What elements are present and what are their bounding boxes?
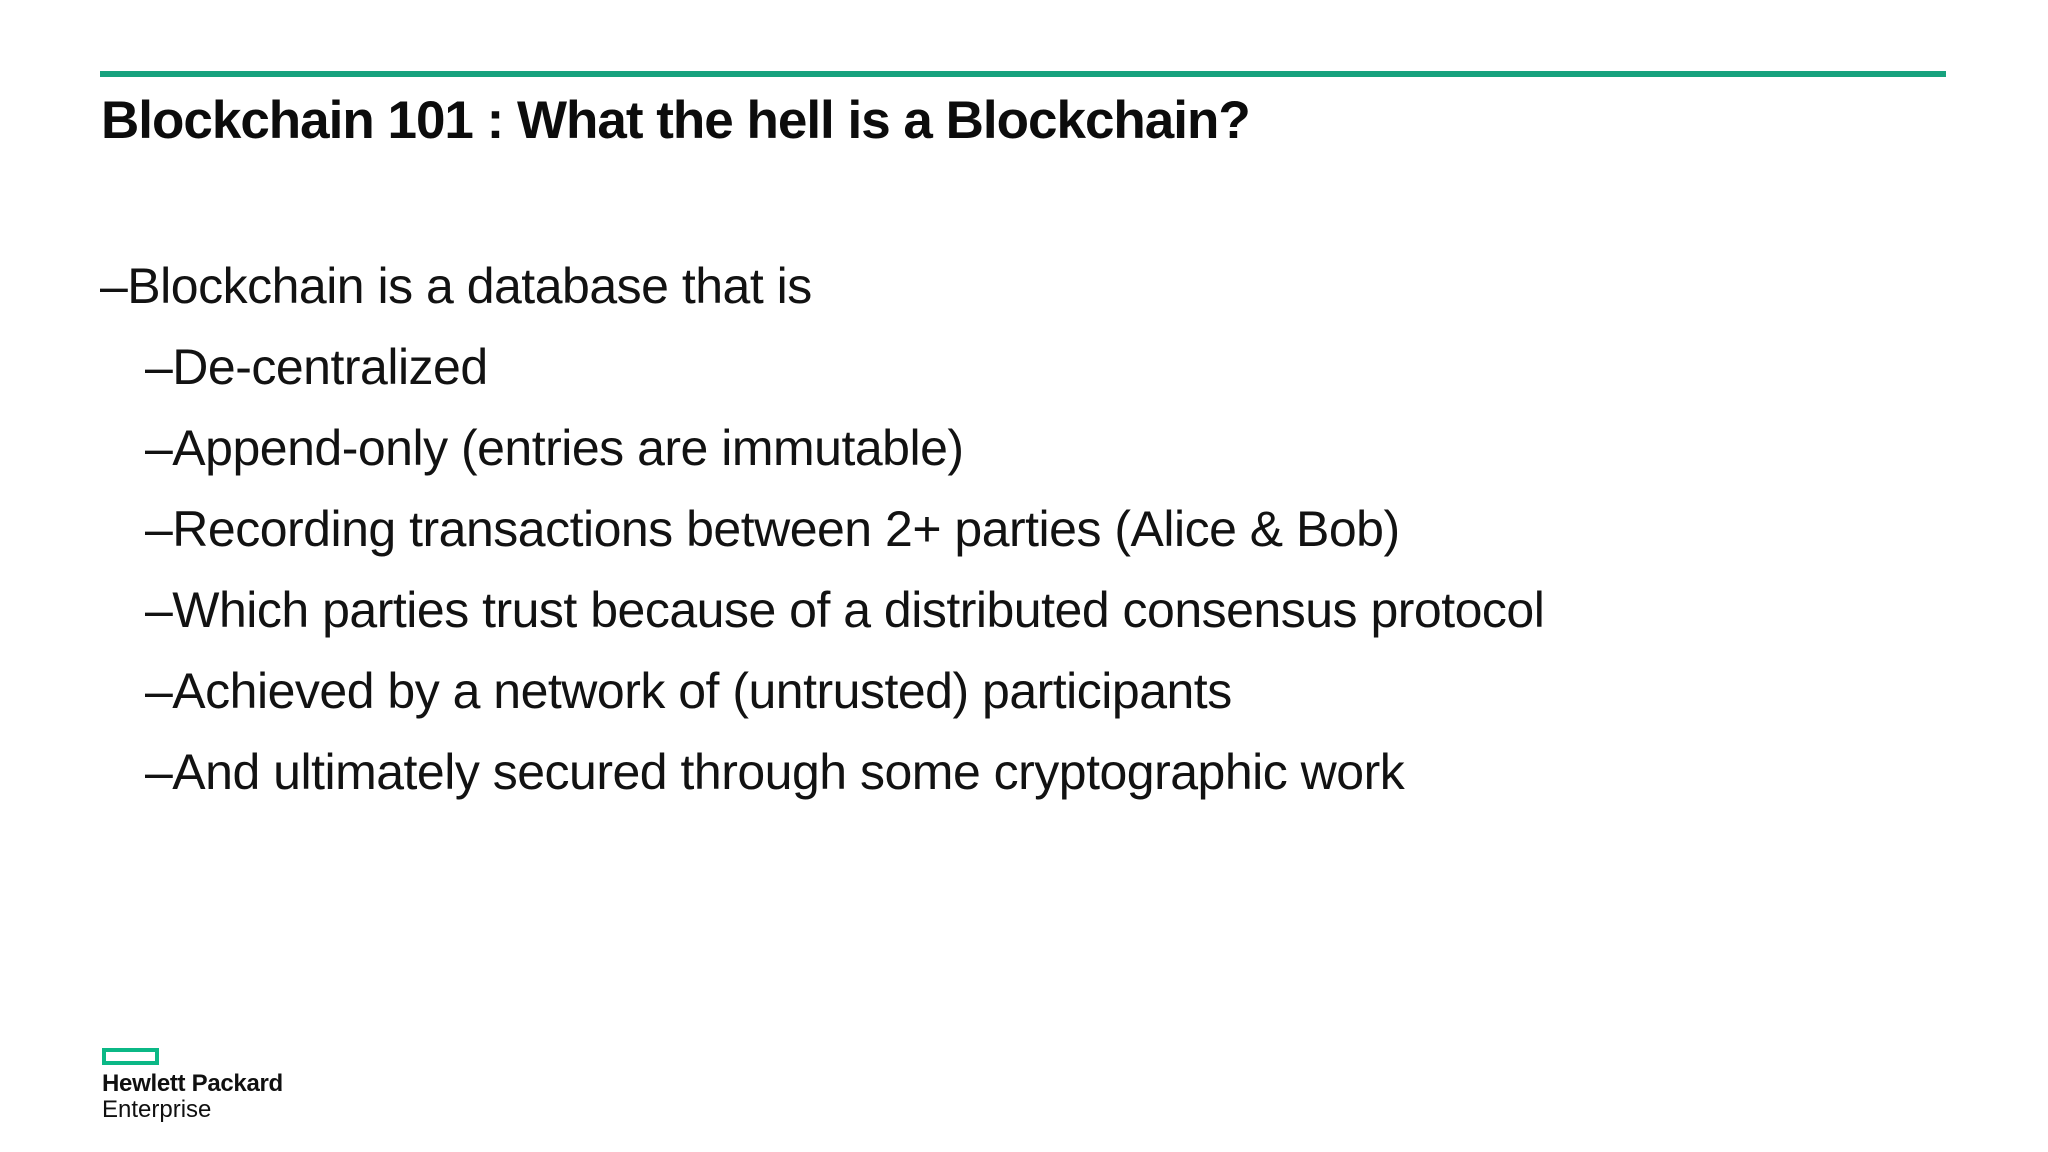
bullet-item: –Which parties trust because of a distri… bbox=[145, 582, 1545, 638]
hpe-logo: Hewlett Packard Enterprise bbox=[102, 1048, 283, 1123]
bullet-item: –And ultimately secured through some cry… bbox=[145, 744, 1405, 800]
hpe-logo-rect-icon bbox=[102, 1048, 159, 1065]
bullet-item: –Blockchain is a database that is bbox=[100, 258, 812, 314]
bullet-list: –Blockchain is a database that is –De-cen… bbox=[100, 246, 1545, 813]
bullet-item: –Append-only (entries are immutable) bbox=[145, 420, 964, 476]
accent-rule bbox=[100, 71, 1946, 77]
hpe-logo-name: Hewlett Packard bbox=[102, 1070, 283, 1097]
hpe-logo-subname: Enterprise bbox=[102, 1096, 212, 1123]
bullet-item: –Recording transactions between 2+ parti… bbox=[145, 501, 1400, 557]
page-title: Blockchain 101 : What the hell is a Bloc… bbox=[101, 91, 1251, 150]
bullet-item: –Achieved by a network of (untrusted) pa… bbox=[145, 663, 1232, 719]
bullet-item: –De-centralized bbox=[145, 339, 488, 395]
